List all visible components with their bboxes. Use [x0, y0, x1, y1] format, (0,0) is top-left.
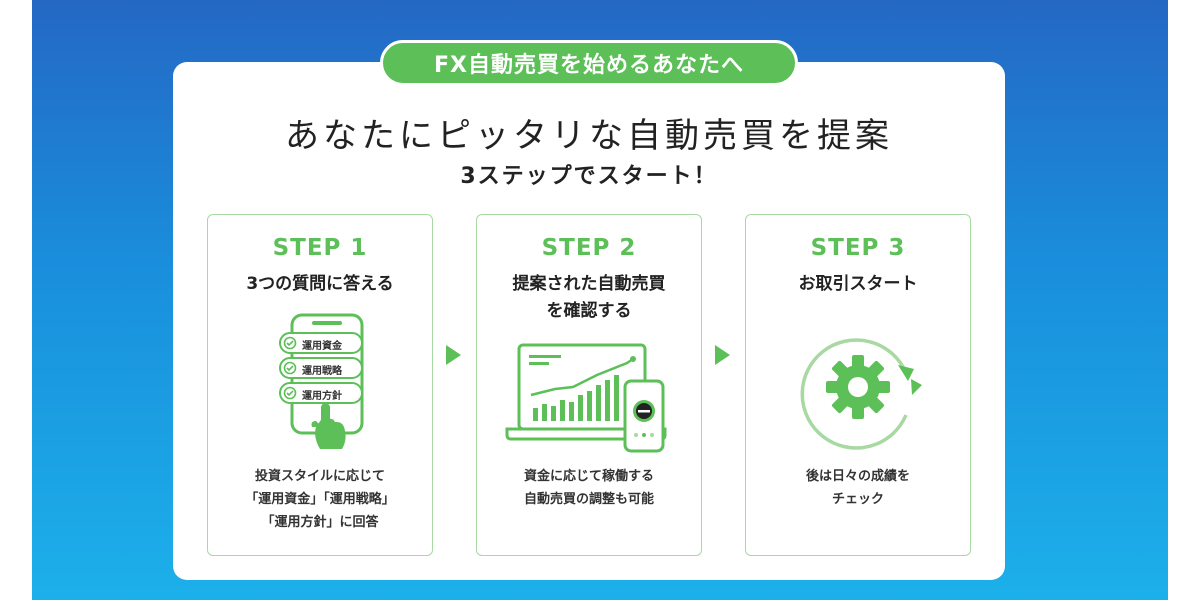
subline: 3ステップでスタート！: [460, 164, 718, 189]
step-label: STEP 2: [541, 235, 637, 261]
step-title: 3つの質問に答える: [246, 274, 394, 294]
step-title: 提案された自動売買 を確認する: [512, 274, 666, 321]
checklist-item: [279, 357, 363, 379]
step-description: 資金に応じて稼働する 自動売買の調整も可能: [523, 469, 654, 507]
laptop-chart-icon: [505, 343, 667, 453]
intro-badge: FX自動売買を始めるあなたへ: [380, 40, 798, 86]
arrow-right-icon: [446, 345, 461, 365]
checklist-label: 運用方針: [302, 391, 342, 402]
checklist-item: [279, 382, 363, 404]
step-description: 投資スタイルに応じて 「運用資金」「運用戦略」 「運用方針」に回答: [245, 469, 395, 530]
checklist-item: [279, 332, 363, 354]
step-title: お取引スタート: [798, 274, 918, 294]
step-card-3: STEP 3 お取引スタート 後は日々の成績を チェック: [745, 214, 971, 556]
checklist-label: 運用戦略: [302, 366, 342, 377]
step-card-2: STEP 2 提案された自動売買 を確認する: [476, 214, 702, 556]
step-card-1: STEP 1 3つの質問に答える 運用資金 運用戦略 運: [207, 214, 433, 556]
headline: あなたにピッタリな自動売買を提案: [285, 116, 893, 156]
smartphone-checklist-icon: [279, 313, 364, 449]
pointing-hand-icon: [311, 403, 346, 449]
checklist-label: 運用資金: [302, 341, 342, 352]
step-description: 後は日々の成績を チェック: [805, 469, 910, 507]
phone-icon: [623, 379, 665, 453]
arrow-right-icon: [715, 345, 730, 365]
gear-cycle-icon: [800, 338, 922, 450]
step-label: STEP 1: [272, 235, 368, 261]
step-label: STEP 3: [810, 235, 906, 261]
